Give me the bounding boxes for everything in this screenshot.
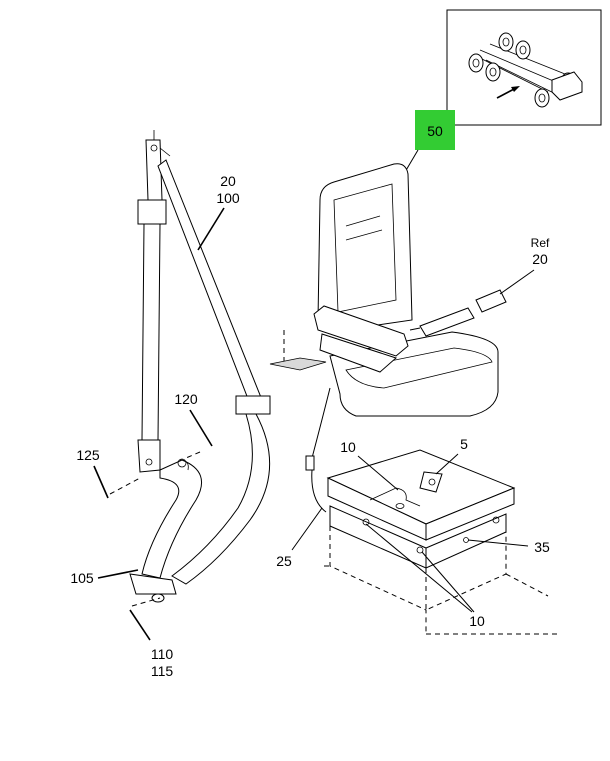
callout-120[interactable]: 120 (174, 391, 198, 407)
callout-10-bottom[interactable]: 10 (469, 613, 485, 629)
callout-10-top[interactable]: 10 (340, 439, 356, 455)
callout-110[interactable]: 110 (151, 646, 174, 662)
callout-105[interactable]: 105 (70, 570, 94, 586)
seat-riser (324, 449, 560, 635)
callout-5[interactable]: 5 (460, 436, 468, 452)
callout-100[interactable]: 100 (216, 190, 240, 206)
vehicle-locator-inset (446, 9, 602, 126)
leader-105 (97, 569, 139, 579)
callout-115[interactable]: 115 (151, 663, 174, 679)
callout-20[interactable]: 20 (220, 173, 236, 189)
inset-frame (446, 9, 602, 126)
leader-50 (404, 149, 419, 173)
callout-25[interactable]: 25 (276, 553, 292, 569)
leader-25 (291, 507, 323, 551)
callout-ref[interactable]: Ref (531, 236, 550, 250)
seat-assembly (269, 163, 507, 513)
leader-120 (189, 409, 213, 447)
leader-125 (93, 465, 109, 499)
leader-10-bottom-a (365, 523, 473, 613)
highlight-box-50 (415, 110, 455, 150)
leader-110-115 (129, 609, 151, 641)
callout-125[interactable]: 125 (76, 447, 100, 463)
callout-50[interactable]: 50 (427, 123, 443, 139)
leader-35 (467, 539, 529, 547)
leader-10-bottom-b (421, 551, 475, 613)
leader-5 (435, 453, 459, 475)
callout-35[interactable]: 35 (534, 539, 550, 555)
callout-ref-20[interactable]: 20 (532, 251, 548, 267)
leader-20-100 (197, 207, 225, 251)
leader-10-top (357, 455, 399, 491)
seat-belt-assembly (129, 130, 271, 603)
leader-ref-20 (499, 269, 535, 295)
